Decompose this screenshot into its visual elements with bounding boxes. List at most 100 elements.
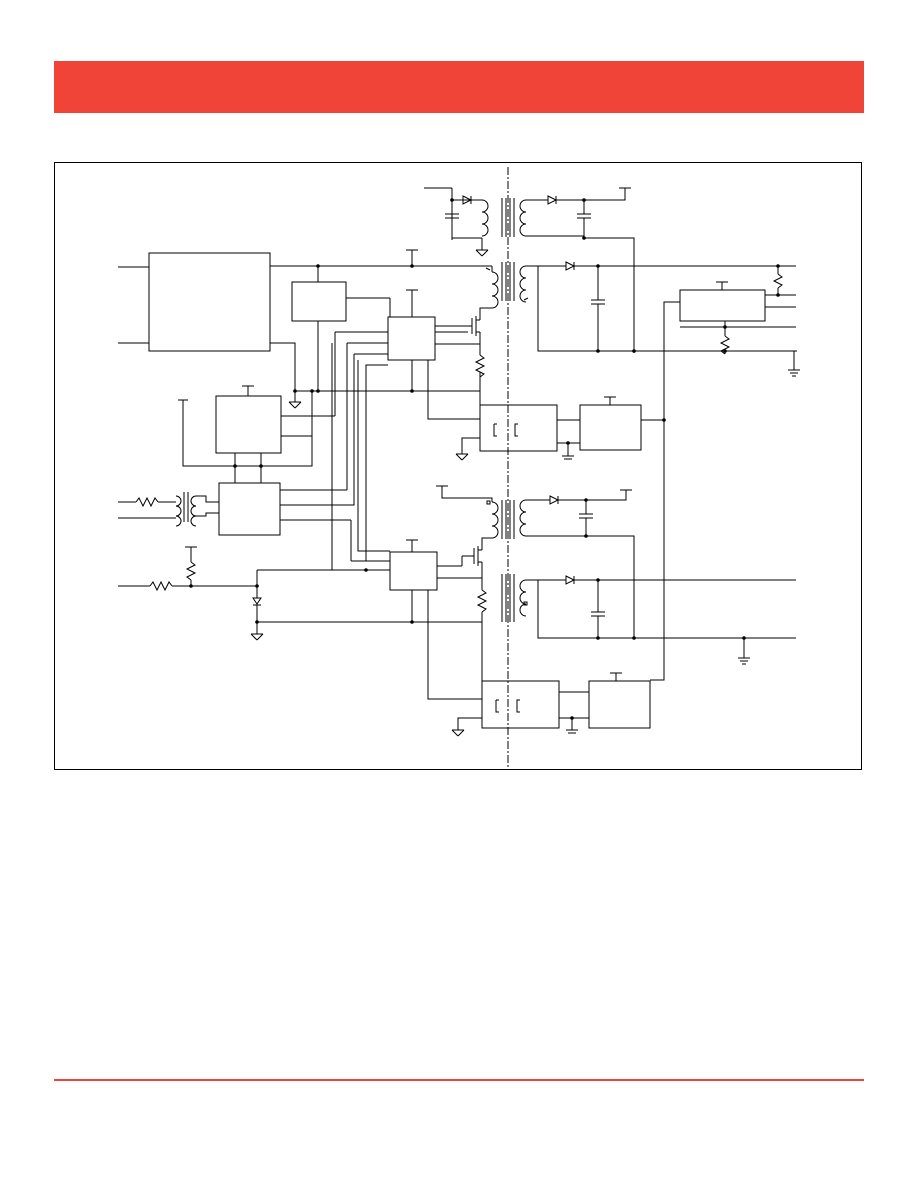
wire-segment bbox=[357, 360, 390, 552]
wire-segment bbox=[196, 495, 219, 503]
wire-segment bbox=[280, 354, 355, 506]
ground-icon bbox=[455, 453, 469, 461]
diode-icon bbox=[565, 261, 576, 271]
resistor-icon bbox=[135, 496, 159, 508]
diode-icon bbox=[549, 495, 560, 505]
resistor-icon bbox=[185, 561, 197, 581]
resistor-icon bbox=[474, 354, 486, 378]
transformer-icon bbox=[519, 265, 527, 303]
ground-icon bbox=[475, 249, 489, 257]
wire-segment bbox=[451, 218, 482, 239]
wire-segment bbox=[182, 400, 281, 467]
wire-segment bbox=[461, 453, 469, 461]
wire-segment bbox=[776, 264, 780, 268]
wire-segment bbox=[596, 636, 600, 640]
header-band bbox=[54, 61, 864, 113]
optocoupler-bottom bbox=[481, 680, 560, 729]
wire-segment bbox=[270, 342, 296, 391]
transformer-icon bbox=[491, 271, 499, 309]
wire-segment bbox=[526, 518, 587, 537]
wire-segment bbox=[451, 729, 459, 737]
ground-icon bbox=[250, 633, 264, 641]
wire-segment bbox=[519, 499, 527, 537]
diode-icon bbox=[565, 575, 576, 585]
wire-segment bbox=[516, 699, 520, 713]
wire-segment bbox=[570, 716, 574, 720]
diode-icon bbox=[547, 195, 558, 205]
output-regulator bbox=[679, 289, 766, 322]
wire-segment bbox=[566, 441, 570, 445]
wire-segment bbox=[455, 453, 463, 461]
isolator-block bbox=[218, 482, 281, 536]
wire-segment bbox=[586, 535, 635, 638]
schematic-diagram bbox=[118, 167, 800, 767]
mosfet-icon bbox=[462, 308, 481, 336]
wire-segment bbox=[485, 267, 491, 271]
wire-segment bbox=[493, 423, 497, 437]
wire-segment bbox=[723, 325, 727, 329]
wire-segment bbox=[723, 349, 727, 353]
optocoupler-icon bbox=[493, 423, 518, 437]
wire-segment bbox=[118, 167, 800, 767]
wire-segment bbox=[259, 464, 263, 468]
wire-segment bbox=[632, 636, 636, 640]
wire-segment bbox=[427, 360, 480, 420]
wire-segment bbox=[293, 389, 297, 393]
wire-segment bbox=[255, 584, 259, 588]
wire-segment bbox=[481, 537, 492, 550]
wire-segment bbox=[255, 620, 259, 624]
resistor-icon bbox=[149, 580, 173, 592]
diode-icon bbox=[252, 597, 262, 605]
wire-segment bbox=[294, 401, 302, 409]
wire-segment bbox=[189, 198, 780, 720]
wire-segment bbox=[556, 188, 626, 201]
transformer-icon bbox=[519, 579, 527, 617]
wire-segment bbox=[662, 418, 666, 422]
wire-segment bbox=[479, 307, 492, 320]
wire-segment bbox=[410, 389, 414, 393]
wire-segment bbox=[457, 729, 465, 737]
wire-segment bbox=[481, 249, 489, 257]
wire-segment bbox=[441, 486, 493, 502]
wire-segment bbox=[559, 717, 573, 730]
wire-segment bbox=[486, 500, 491, 505]
wire-segment bbox=[256, 633, 264, 641]
wire-segment bbox=[596, 349, 600, 353]
transformer-icon bbox=[175, 495, 182, 527]
schematic-frame bbox=[54, 162, 862, 770]
wire-segment bbox=[526, 265, 797, 352]
mosfet-icon bbox=[462, 538, 483, 566]
wire-segment bbox=[558, 490, 627, 501]
wire-segment bbox=[523, 601, 528, 606]
ground-icon bbox=[288, 401, 302, 409]
startup-block bbox=[291, 281, 347, 322]
ground-icon bbox=[738, 657, 750, 665]
wire-segment bbox=[582, 236, 586, 240]
wire-segment bbox=[742, 636, 746, 640]
wire-segment bbox=[427, 590, 482, 700]
error-amp-bottom bbox=[588, 680, 651, 729]
wire-segment bbox=[250, 633, 258, 641]
wire-segment bbox=[316, 389, 320, 393]
wire-segment bbox=[233, 464, 237, 468]
resistor-icon bbox=[772, 273, 783, 289]
ground-icon bbox=[788, 369, 800, 377]
supervisor-block bbox=[215, 395, 282, 454]
resistor-icon bbox=[476, 589, 488, 613]
wire-segment bbox=[519, 199, 527, 237]
wire-segment bbox=[584, 534, 588, 538]
diode-icon bbox=[462, 195, 473, 205]
wire-segment bbox=[526, 218, 585, 237]
wire-segment bbox=[364, 568, 368, 572]
wire-segment bbox=[557, 442, 569, 456]
wire-segment bbox=[584, 498, 588, 502]
wire-segment bbox=[514, 423, 518, 437]
wire-segment bbox=[365, 364, 388, 561]
wire-segment bbox=[196, 512, 219, 517]
ground-icon bbox=[451, 729, 465, 737]
wire-segment bbox=[410, 264, 414, 268]
wire-segment bbox=[281, 391, 313, 467]
wire-segment bbox=[776, 293, 780, 297]
wire-segment bbox=[461, 437, 480, 454]
wire-segment bbox=[450, 198, 454, 202]
